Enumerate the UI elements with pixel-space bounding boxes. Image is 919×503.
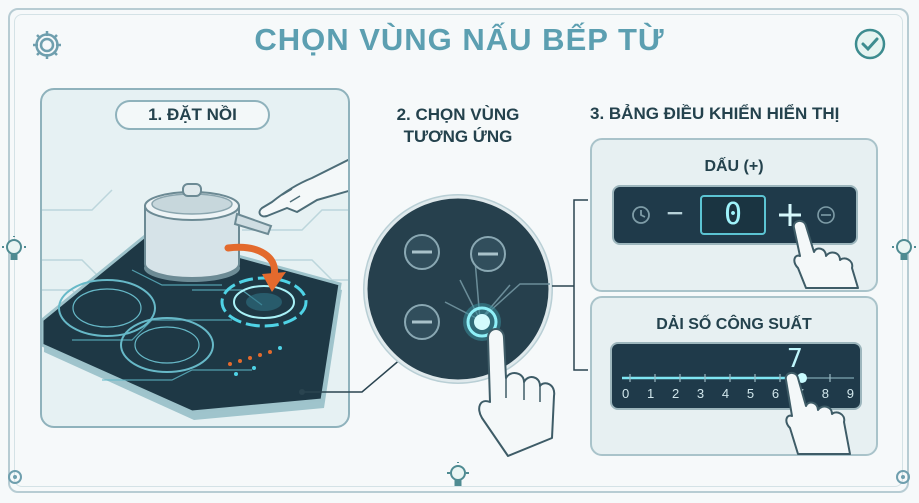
scale-label: 3: [696, 386, 705, 401]
scale-label: 8: [821, 386, 829, 401]
minus-icon: [817, 206, 835, 224]
gear-icon: [8, 470, 22, 484]
hand-pointer-icon: [792, 220, 859, 289]
plus-button[interactable]: [775, 200, 805, 230]
hand-holding-pot: [258, 158, 348, 218]
step2-label-line1: 2. CHỌN VÙNG: [396, 105, 520, 124]
value-display-box: [700, 195, 766, 235]
touch-controls: [228, 346, 282, 376]
power-slider-track[interactable]: [620, 370, 856, 386]
lightbulb-icon: [892, 239, 916, 260]
minus-icon: [470, 236, 506, 272]
pot-icon: [144, 183, 273, 282]
power-selected-value: 7: [787, 344, 803, 374]
hand-pointer-icon: [478, 328, 556, 457]
gear-icon: [33, 31, 61, 59]
step1-panel: [40, 88, 350, 428]
bracket-lines: [552, 199, 588, 371]
connector-line: [299, 357, 403, 395]
lightbulb-icon: [447, 462, 469, 486]
active-zone-glow: [220, 276, 308, 328]
plus-panel-label: DẤU (+): [704, 158, 764, 175]
scale-label: 5: [746, 386, 755, 401]
scale-label: 2: [671, 386, 680, 401]
step2-label: 2. CHỌN VÙNG TƯƠNG ỨNG: [378, 104, 538, 148]
power-slider-panel: [610, 342, 862, 410]
timer-icon: [632, 206, 650, 224]
gear-icon: [896, 470, 910, 484]
scale-label: 0: [622, 386, 630, 401]
value-display: 0: [723, 197, 743, 232]
scale-label: 4: [721, 386, 730, 401]
step1-label: 1. ĐẶT NỒI: [115, 100, 270, 130]
scale-label: 9: [846, 386, 854, 401]
scale-label: 1: [646, 386, 655, 401]
lightbulb-icon: [2, 236, 26, 260]
minus-icon: [404, 304, 440, 340]
power-panel-label: DẢI SỐ CÔNG SUẤT: [656, 316, 812, 333]
step3-label: 3. BẢNG ĐIỀU KHIỂN HIỂN THỊ: [590, 104, 840, 123]
arrow-icon: [224, 243, 286, 292]
page-title: CHỌN VÙNG NẤU BẾP TỪ: [254, 22, 665, 57]
minus-button[interactable]: −: [666, 196, 684, 229]
check-circle-icon: [854, 28, 886, 60]
plus-icon: [779, 204, 801, 226]
step2-label-line2: TƯƠNG ỨNG: [403, 127, 513, 146]
hand-pointer-icon: [784, 372, 851, 455]
minus-icon: [404, 234, 440, 270]
scale-label: 6: [771, 386, 780, 401]
